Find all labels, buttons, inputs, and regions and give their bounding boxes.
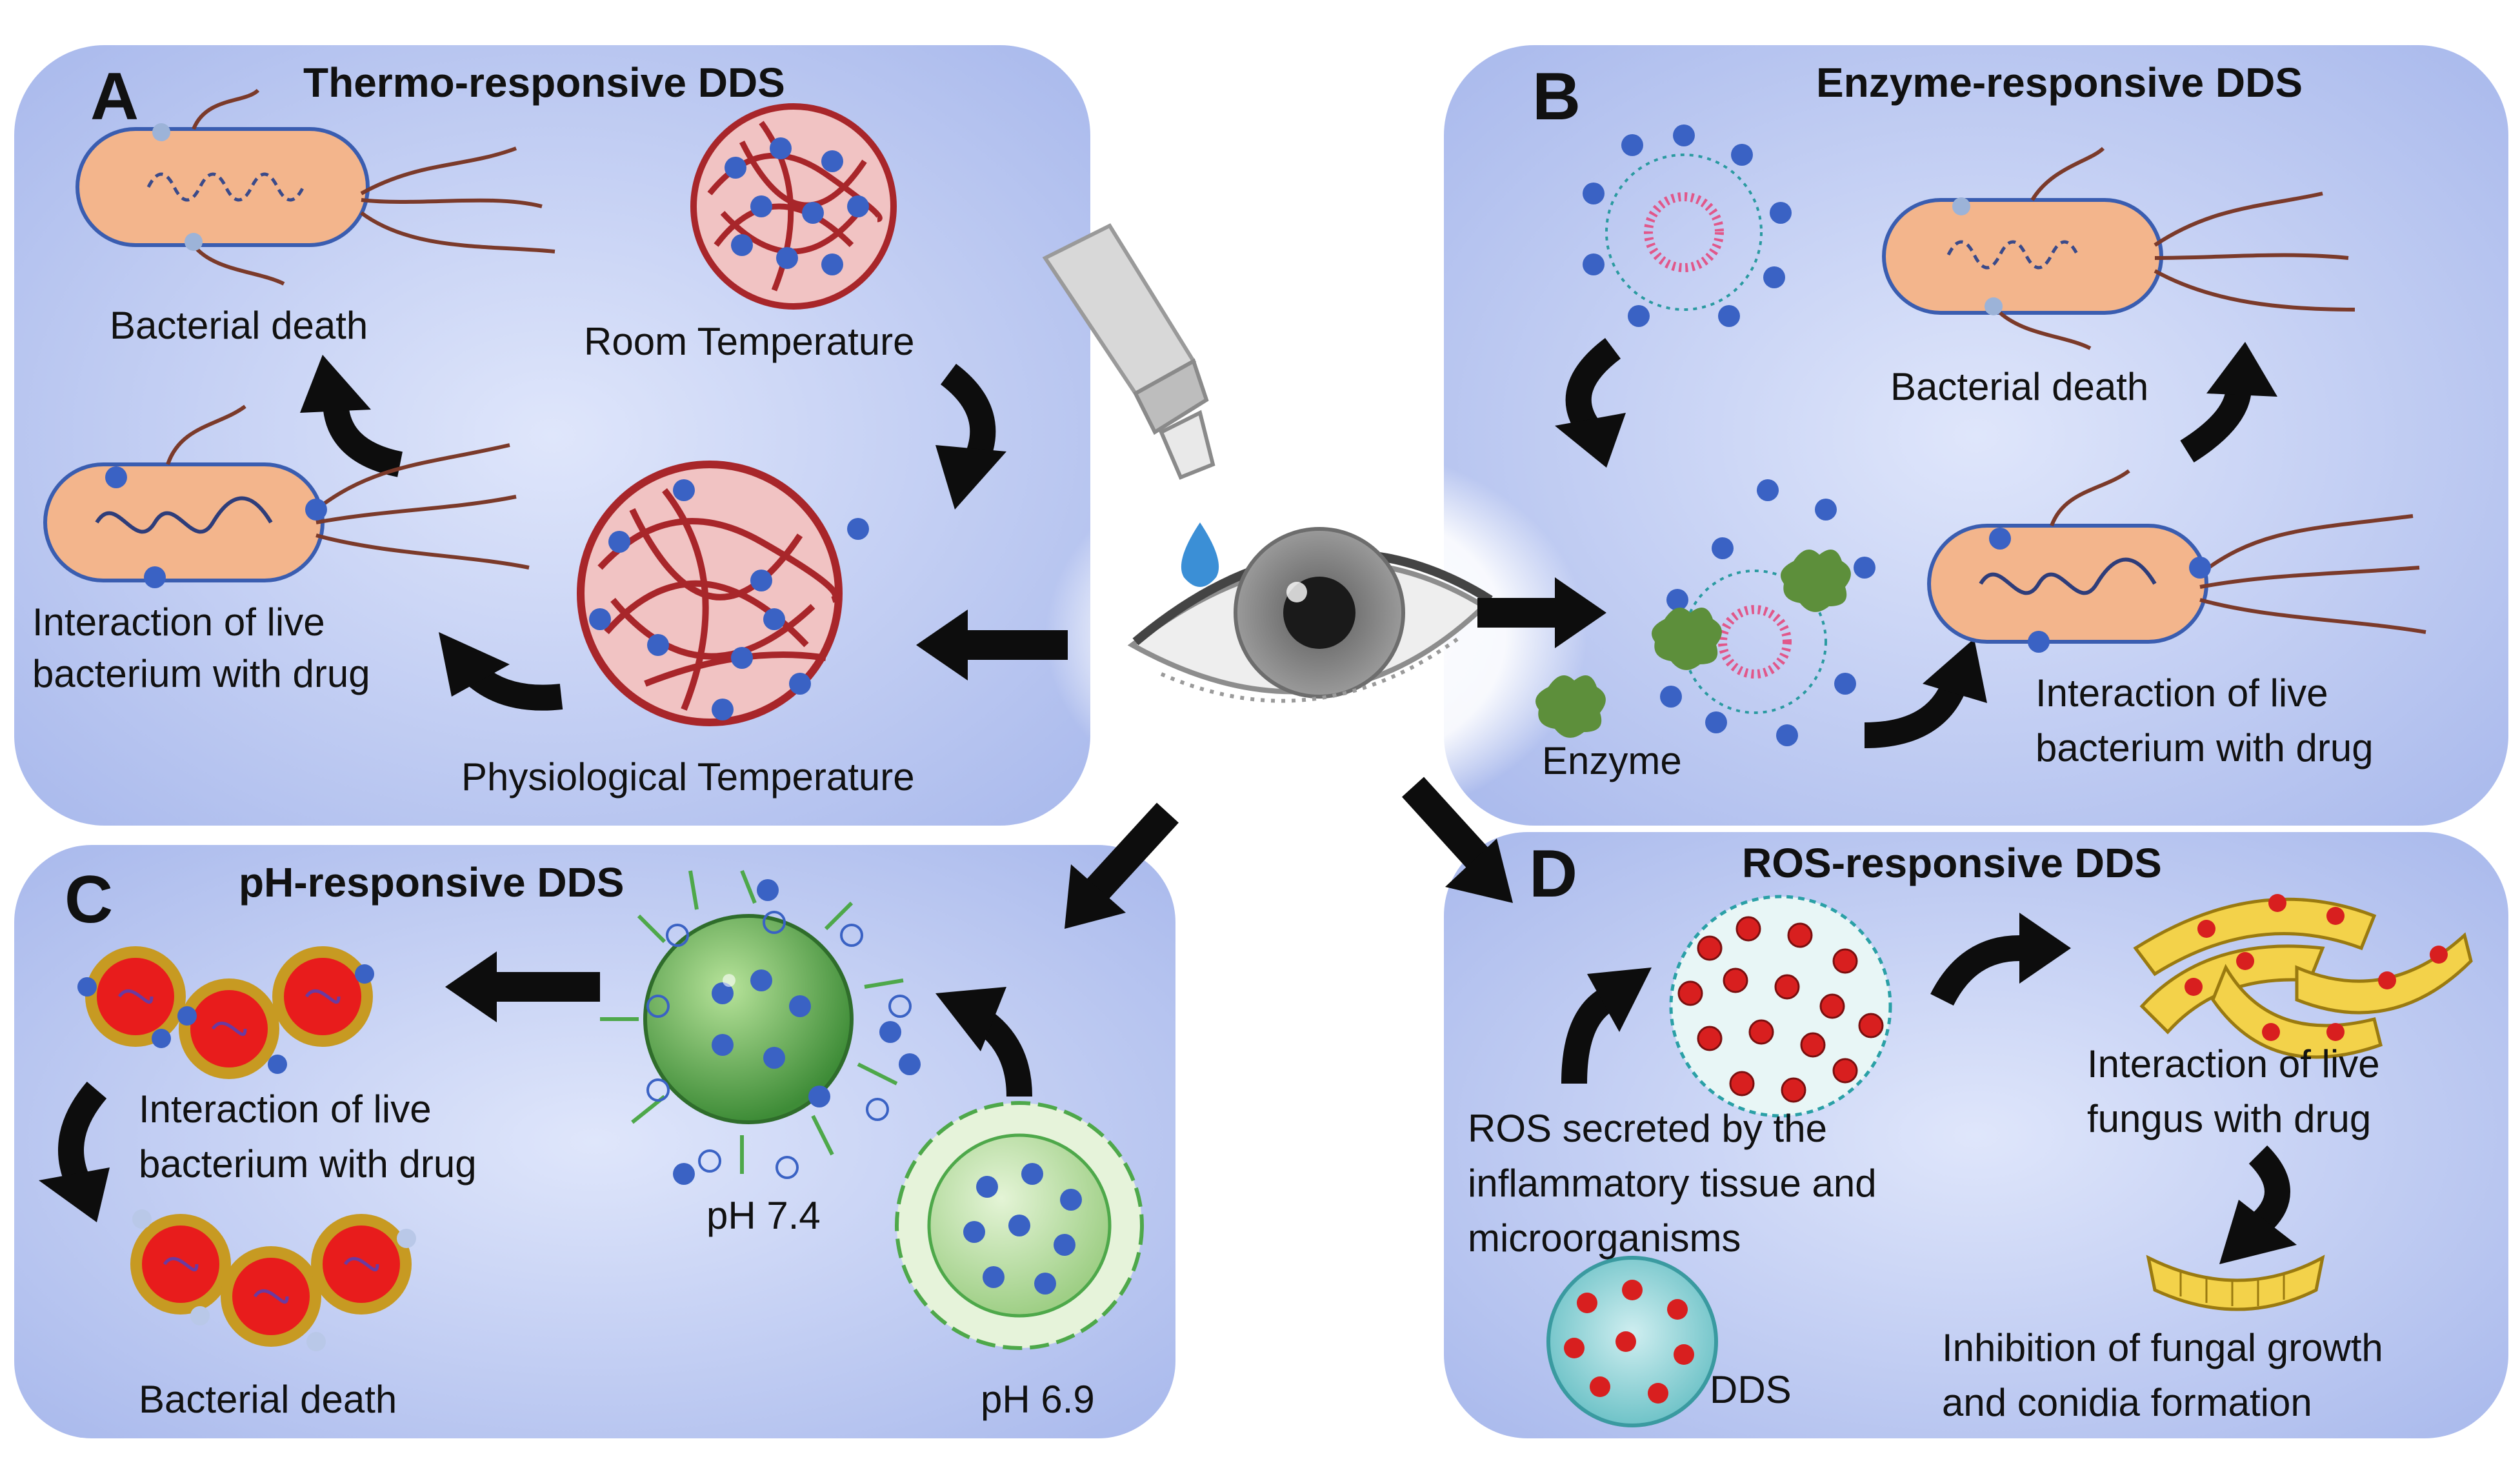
micelle-icon [1583, 124, 1792, 327]
curved-arrow-icon [935, 364, 1006, 510]
hydrogel-sphere-icon [690, 103, 897, 310]
panel-a-death-label: Bacterial death [110, 304, 368, 347]
bacterium-icon [1927, 469, 2426, 653]
bacterium-icon [75, 88, 555, 286]
panel-a-interaction-label-2: bacterium with drug [32, 652, 370, 695]
fungus-hypha-icon [2133, 894, 2473, 1059]
curved-arrow-icon [935, 987, 1032, 1097]
panel-b-death-label: Bacterial death [1890, 365, 2148, 408]
nanoparticle-icon [1669, 895, 1892, 1118]
panel-d-ros-label-3: microorganisms [1468, 1216, 1741, 1260]
curved-arrow-icon [39, 1081, 110, 1222]
panel-c-title: pH-responsive DDS [239, 859, 624, 906]
curved-arrow-icon [2180, 342, 2277, 462]
tear-drop-icon [1181, 522, 1219, 587]
curved-arrow-icon [300, 355, 403, 477]
panel-a-letter: A [90, 59, 139, 134]
bacterium-icon [77, 946, 374, 1079]
arrow-to-c [1065, 802, 1179, 929]
panel-b-letter: B [1532, 59, 1581, 134]
panel-b-interaction-label-2: bacterium with drug [2035, 726, 2374, 769]
panel-d-ros-label-2: inflammatory tissue and [1468, 1162, 1877, 1205]
arrow-to-c-bacteria [445, 951, 600, 1022]
panel-c-ph69-label: pH 6.9 [981, 1378, 1095, 1421]
bacterium-icon [1882, 146, 2355, 350]
panel-d-fungus-label-1: Interaction of live [2087, 1042, 2380, 1086]
curved-arrow-icon [1864, 639, 1987, 748]
panel-d-dds-label: DDS [1710, 1368, 1792, 1411]
panel-d-inhibit-label-1: Inhibition of fungal growth [1942, 1326, 2383, 1369]
hydrogel-sphere-icon [577, 461, 869, 726]
arrow-to-b [1477, 577, 1606, 648]
bacterium-icon [130, 1209, 416, 1351]
panel-c-death-label: Bacterial death [139, 1378, 397, 1421]
micelle-icon [1660, 479, 1875, 746]
panel-d-title: ROS-responsive DDS [1742, 840, 2162, 886]
curved-arrow-icon [439, 632, 563, 711]
panel-b-interaction-label-1: Interaction of live [2035, 671, 2328, 715]
eye-dropper-icon [1042, 223, 1215, 480]
bacterium-icon [43, 404, 530, 588]
panel-c-ph74-label: pH 7.4 [706, 1194, 821, 1237]
panel-c-interaction-label-1: Interaction of live [139, 1087, 432, 1131]
nanoparticle-icon [1546, 1256, 1718, 1427]
panel-d-letter: D [1529, 837, 1577, 911]
nanoparticle-icon [895, 1101, 1144, 1350]
fungus-hypha-icon [2146, 1255, 2325, 1311]
arrow-to-a [916, 610, 1068, 680]
panel-a-room-label: Room Temperature [584, 320, 914, 363]
curved-arrow-icon [2219, 1145, 2297, 1264]
panel-c-letter: C [65, 862, 113, 937]
panel-b-title: Enzyme-responsive DDS [1816, 59, 2303, 106]
nanoparticle-icon [600, 869, 921, 1185]
panel-a-physio-label: Physiological Temperature [461, 755, 915, 799]
panel-d-ros-label-1: ROS secreted by the [1468, 1107, 1827, 1150]
panel-d-inhibit-label-2: and conidia formation [1942, 1381, 2312, 1424]
curved-arrow-icon [1555, 338, 1626, 468]
panel-a-interaction-label-1: Interaction of live [32, 600, 325, 644]
enzyme-icon [1535, 550, 1851, 738]
panel-c-interaction-label-2: bacterium with drug [139, 1142, 477, 1186]
panel-b-enzyme-label: Enzyme [1542, 739, 1682, 782]
curved-arrow-icon [1561, 968, 1652, 1084]
curved-arrow-icon [1930, 913, 2071, 1006]
panel-d-fungus-label-2: fungus with drug [2087, 1097, 2371, 1140]
arrow-to-d [1401, 777, 1513, 903]
panel-a-title: Thermo-responsive DDS [303, 59, 785, 106]
eye-icon [1127, 527, 1493, 703]
